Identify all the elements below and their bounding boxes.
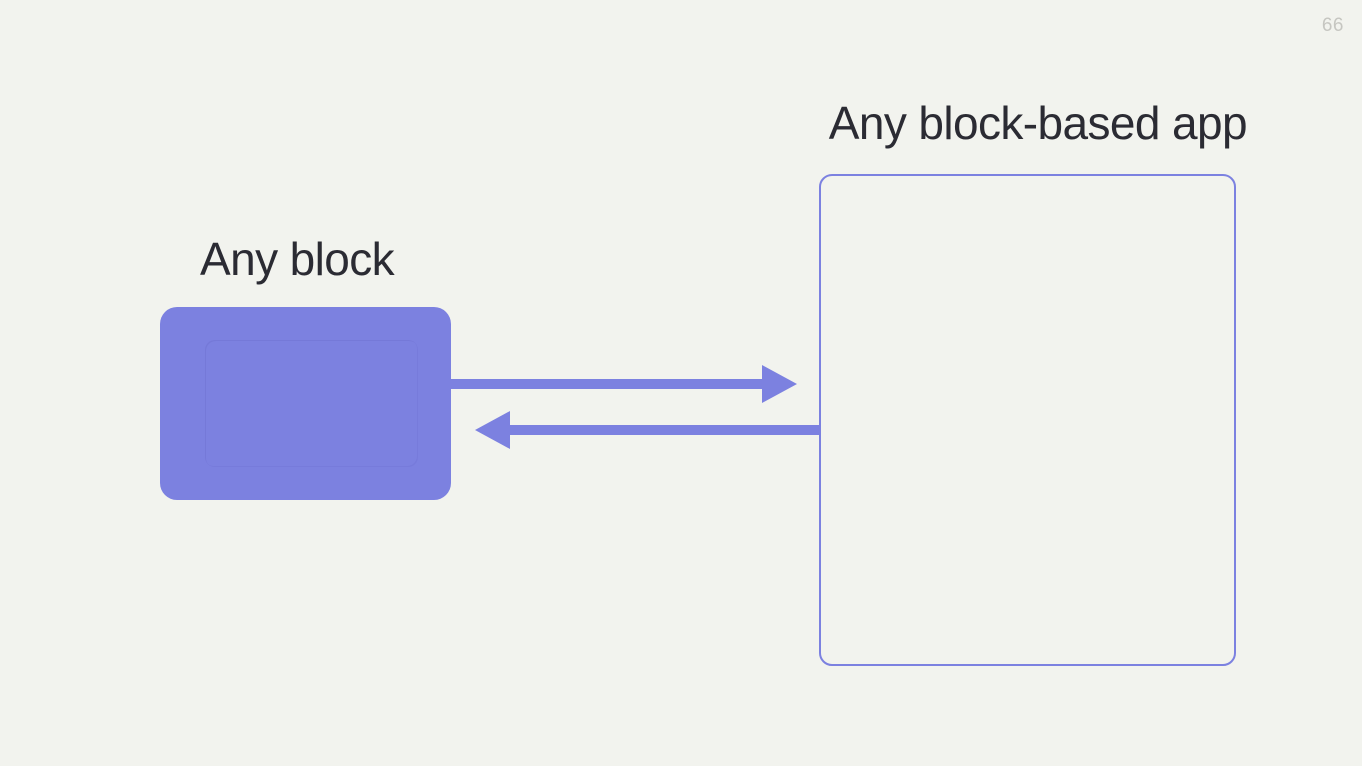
app-panel-title: Any block-based app <box>828 97 1248 149</box>
arrow-shaft <box>451 379 763 389</box>
arrow-head-right-icon <box>762 365 797 403</box>
arrow-shaft <box>509 425 821 435</box>
any-block-based-app-node <box>819 174 1236 666</box>
any-block-node <box>160 307 451 500</box>
arrow-head-left-icon <box>475 411 510 449</box>
block-inner-inset <box>205 340 418 467</box>
page-number: 66 <box>1321 15 1344 36</box>
block-title: Any block <box>200 233 395 285</box>
arrow-app-to-block <box>475 410 821 450</box>
arrow-block-to-app <box>451 364 797 404</box>
